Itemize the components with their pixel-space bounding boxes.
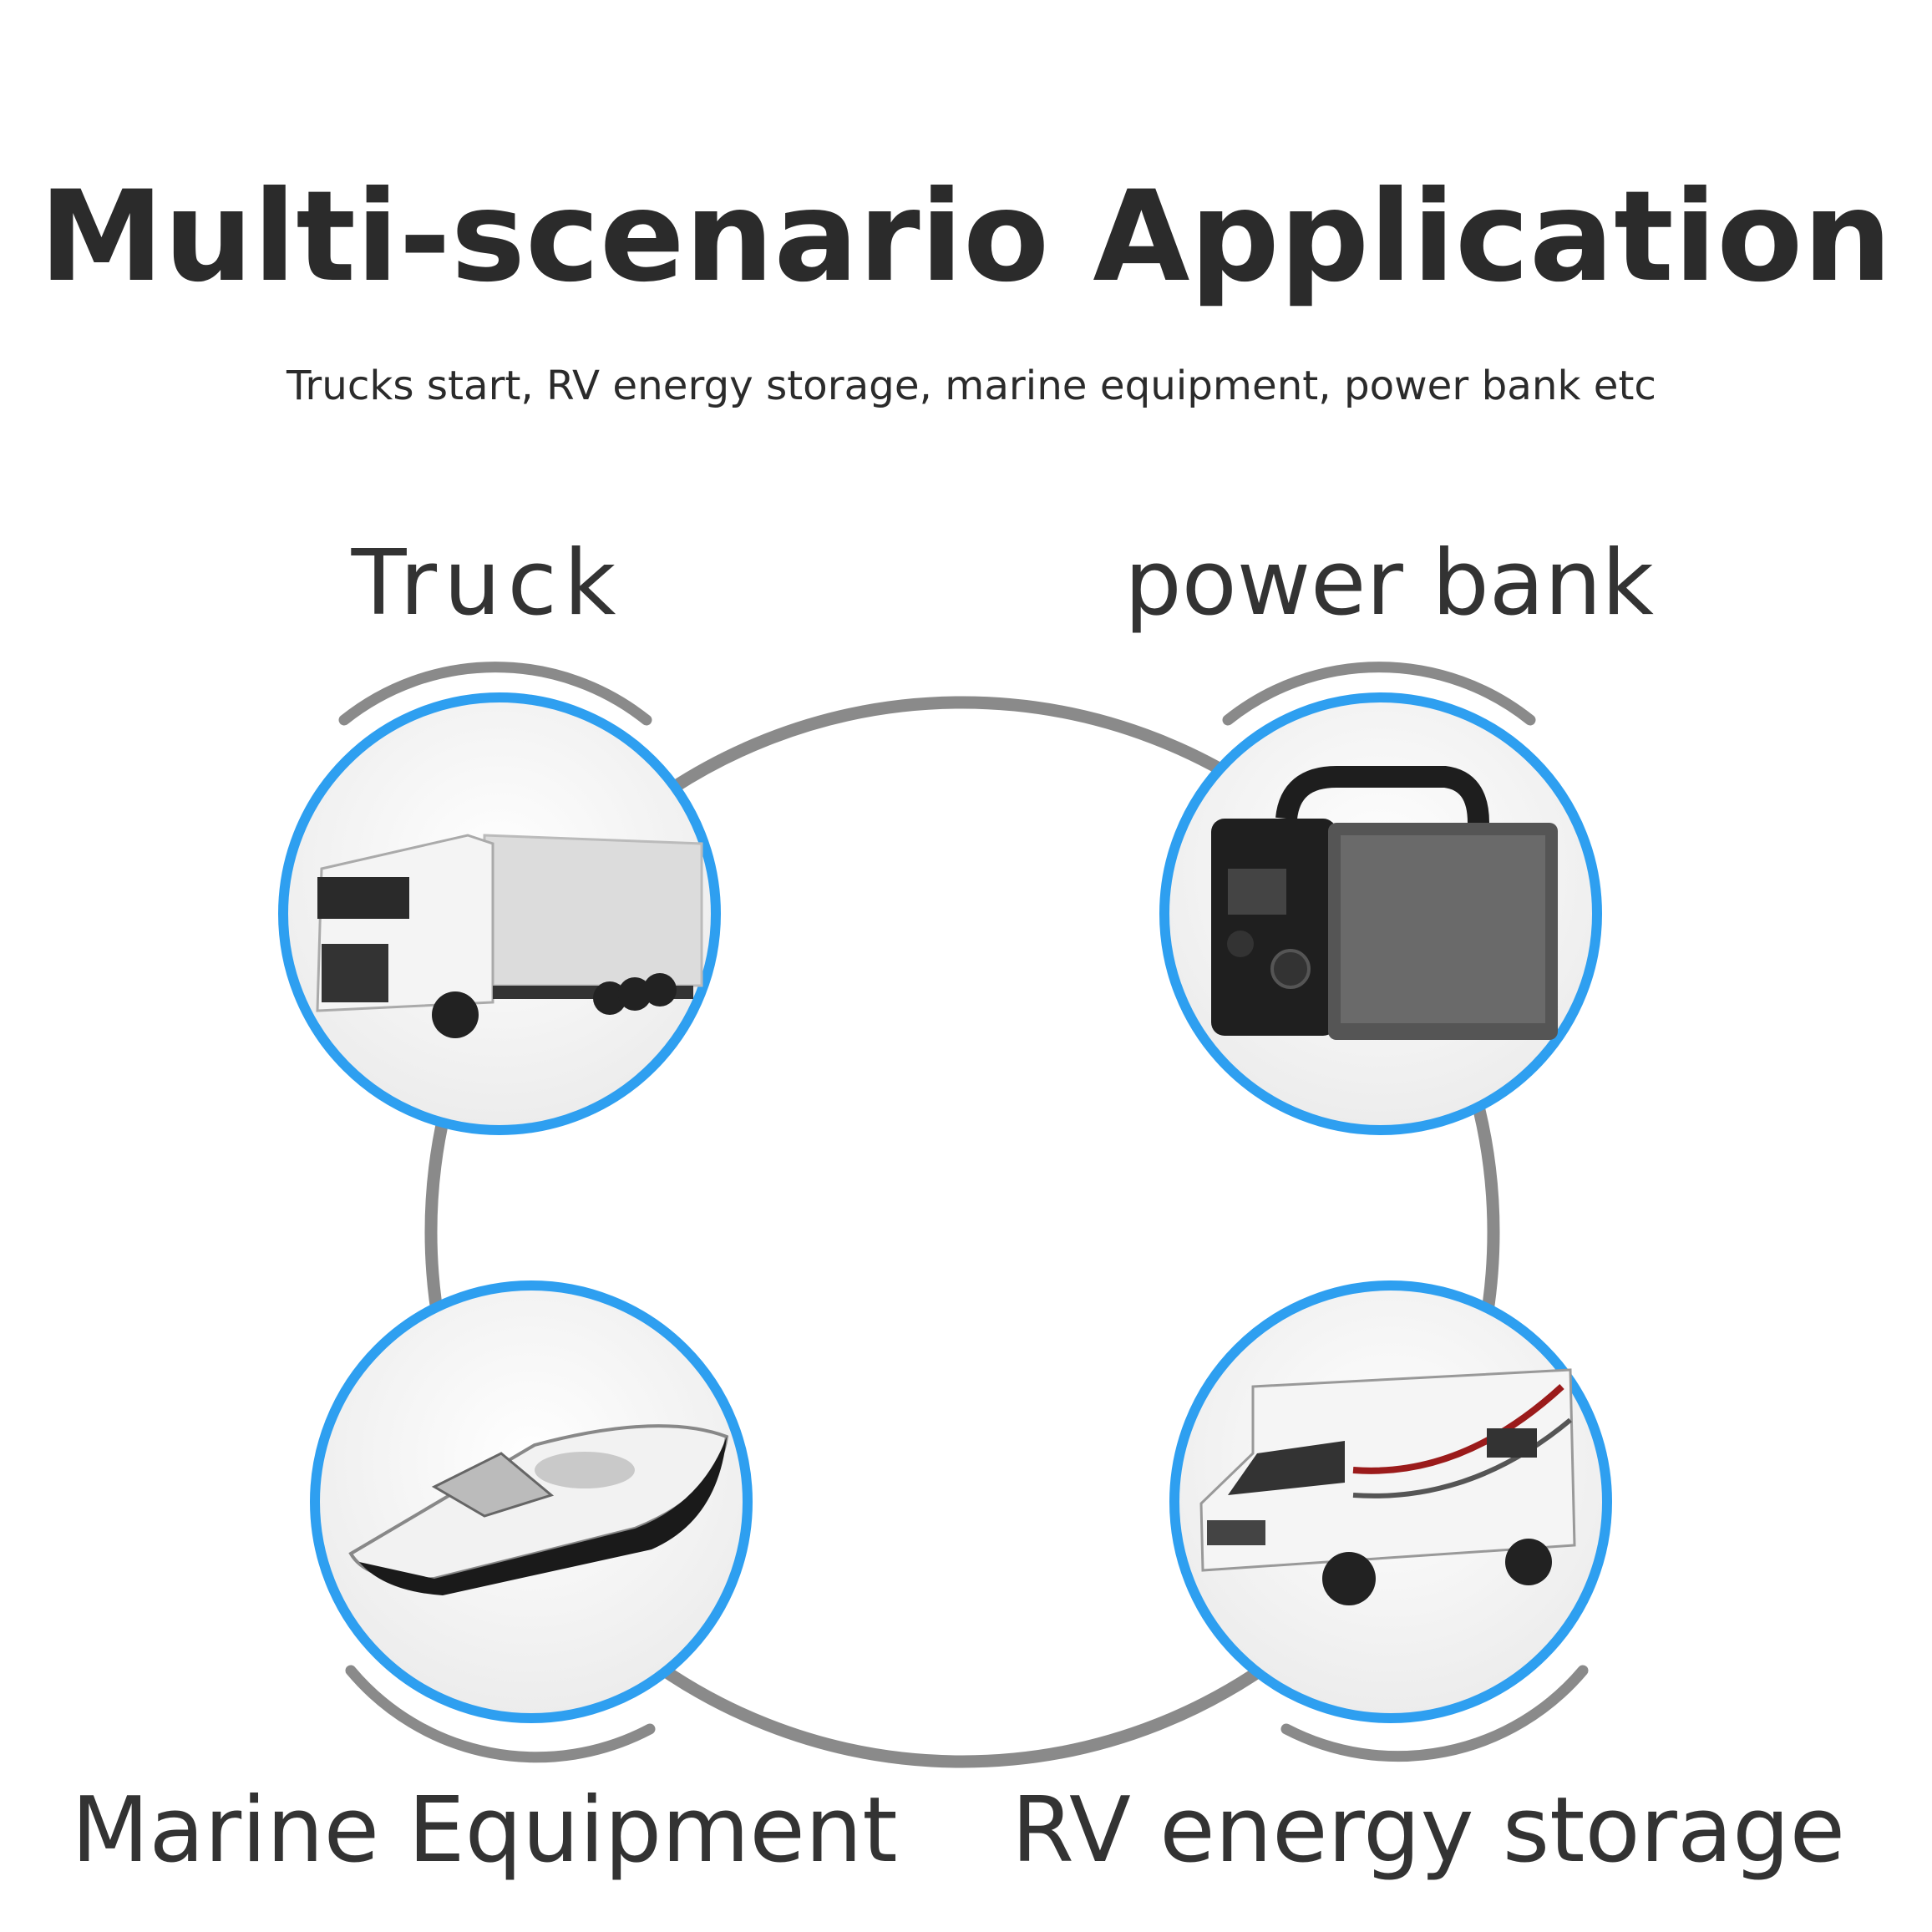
power-station-icon xyxy=(1211,766,1558,1040)
page-subtitle: Trucks start, RV energy storage, marine … xyxy=(286,363,1656,409)
scenario-marine: Marine Equipment xyxy=(71,1280,898,1883)
marine-label: Marine Equipment xyxy=(71,1778,897,1883)
rv-icon xyxy=(1199,1368,1576,1605)
boat-icon xyxy=(348,1424,729,1595)
scenario-power-bank: power bank xyxy=(1124,531,1654,1135)
truck-label: Truck xyxy=(351,531,623,636)
page-title: Multi-scenario Application xyxy=(39,165,1892,310)
scenario-truck: Truck xyxy=(278,531,721,1135)
truck-icon xyxy=(316,834,703,1038)
connector-loop xyxy=(424,696,1500,1768)
scenario-rv: RV energy storage xyxy=(1012,1280,1845,1883)
power-bank-label: power bank xyxy=(1124,531,1654,636)
decorative-arcs xyxy=(338,662,1589,1763)
rv-label: RV energy storage xyxy=(1012,1778,1845,1883)
